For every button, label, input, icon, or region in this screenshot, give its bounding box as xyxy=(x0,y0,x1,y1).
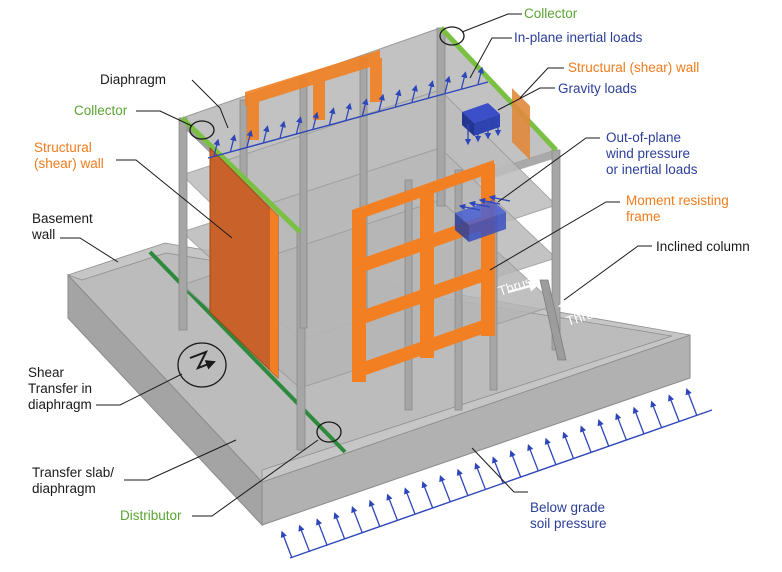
soil-pressure-arrow xyxy=(632,406,645,435)
collector-line-top xyxy=(439,26,558,152)
out-of-plane-load-box xyxy=(455,200,506,242)
soil-pressure-arrow xyxy=(404,487,416,515)
inplane-arrow xyxy=(394,89,402,107)
inplane-arrow xyxy=(378,93,385,112)
out-of-plane-arrow xyxy=(488,194,511,202)
soil-pressure-arrow xyxy=(562,431,575,460)
out-of-plane-arrow xyxy=(478,197,501,205)
label-shear-transfer: Shear Transfer in diaphragm xyxy=(28,365,96,412)
label-moment-frame: Moment resisting frame xyxy=(626,193,733,224)
label-gravity-loads: Gravity loads xyxy=(558,81,637,96)
label-diaphragm: Diaphragm xyxy=(100,72,166,87)
soil-pressure-arrow xyxy=(280,530,293,559)
gravity-arrow-set xyxy=(464,115,502,146)
soil-pressure-arrow xyxy=(316,518,328,546)
out-of-plane-arrow xyxy=(468,200,491,208)
soil-pressure-arrow xyxy=(421,481,434,509)
collector-line-left xyxy=(180,116,302,234)
soil-pressure-arrow xyxy=(351,505,364,534)
label-out-of-plane: Out-of-plane wind pressure or inertial l… xyxy=(605,130,698,177)
inplane-arrow xyxy=(477,66,484,85)
inplane-arrow xyxy=(229,134,237,152)
inplane-load-arrows xyxy=(207,81,489,159)
soil-pressure-arrow xyxy=(474,462,487,491)
lateral-systems xyxy=(209,50,530,382)
inplane-arrow xyxy=(295,116,303,134)
out-of-plane-arrow-set xyxy=(458,194,511,211)
inplane-arrow xyxy=(312,111,319,130)
callout-circles xyxy=(177,26,465,443)
label-inplane-loads: In-plane inertial loads xyxy=(514,30,643,45)
inplane-arrow xyxy=(279,120,286,139)
soil-pressure-arrow xyxy=(580,425,592,453)
soil-pressure-arrow xyxy=(386,493,399,522)
label-structural-wall-left: Structural (shear) wall xyxy=(34,140,104,171)
soil-pressure-arrow xyxy=(509,450,522,478)
inplane-arrow xyxy=(345,102,352,121)
inplane-arrow xyxy=(246,129,253,148)
thrust-arrows xyxy=(507,280,587,309)
soil-pressure-arrow xyxy=(439,474,452,503)
inplane-arrow xyxy=(213,138,220,157)
soil-pressure-arrow xyxy=(298,524,311,553)
inplane-arrow xyxy=(460,71,468,89)
inplane-arrow xyxy=(444,75,451,94)
inplane-arrow xyxy=(328,107,336,125)
leader-lines xyxy=(60,13,652,517)
label-distributor: Distributor xyxy=(120,508,182,523)
soil-pressure-arrow xyxy=(456,468,469,497)
out-of-plane-arrow xyxy=(458,203,481,211)
soil-pressure-baseline xyxy=(289,409,713,559)
soil-pressure-arrow xyxy=(650,400,663,429)
soil-pressure-arrow xyxy=(615,412,628,441)
soil-pressure-arrow xyxy=(333,512,346,540)
inplane-arrow xyxy=(361,98,369,116)
soil-pressure-arrow xyxy=(527,443,540,472)
inplane-arrow xyxy=(262,125,270,143)
inclined-column xyxy=(539,279,567,361)
soil-pressure-arrow xyxy=(597,419,610,447)
label-transfer-slab: Transfer slab/ diaphragm xyxy=(32,465,118,496)
shear-wall-left-edge xyxy=(270,208,278,378)
shear-wall-rear xyxy=(245,50,382,140)
label-collector-left: Collector xyxy=(74,103,128,118)
inplane-arrow xyxy=(411,84,418,103)
label-inclined-column: Inclined column xyxy=(656,239,750,254)
inplane-arrow xyxy=(427,80,435,98)
soil-pressure-arrow xyxy=(368,499,381,528)
label-structural-wall-right: Structural (shear) wall xyxy=(568,60,699,75)
label-soil-pressure: Below grade soil pressure xyxy=(530,500,609,531)
inplane-arrow-set xyxy=(213,66,484,157)
label-basement-wall: Basement wall xyxy=(31,211,97,242)
soil-pressure-arrow xyxy=(544,437,557,466)
shear-wall-right-rear xyxy=(512,88,530,160)
soil-pressure-arrow xyxy=(685,388,698,416)
soil-pressure-arrow xyxy=(668,394,680,422)
shear-transfer-symbol xyxy=(189,350,216,370)
label-collector-top: Collector xyxy=(524,6,578,21)
